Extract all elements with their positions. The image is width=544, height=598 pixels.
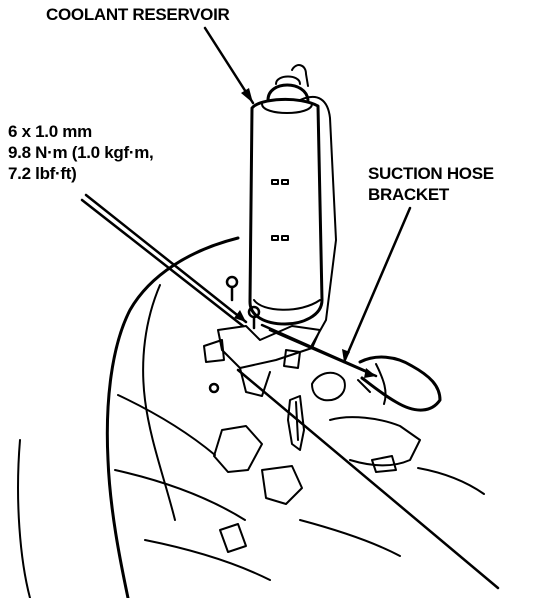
fender-outline: [17, 236, 271, 598]
leader-lines: [80, 26, 500, 590]
suction-hose-text: SUCTION HOSE: [368, 164, 494, 183]
bolt-torque-nm-text: 9.8 N·m (1.0 kgf·m,: [8, 143, 154, 162]
coolant-reservoir-text: COOLANT RESERVOIR: [46, 5, 230, 24]
bolt-spec-label: 6 x 1.0 mm 9.8 N·m (1.0 kgf·m, 7.2 lbf·f…: [8, 121, 154, 184]
leader-arrowheads: [234, 88, 376, 378]
bracket-text: BRACKET: [368, 185, 450, 204]
bolt-size-text: 6 x 1.0 mm: [8, 122, 92, 141]
engine-components: [213, 416, 485, 557]
suction-hose: [311, 355, 442, 412]
reservoir-bracket: [203, 275, 321, 451]
coolant-reservoir-tank: [248, 64, 337, 346]
suction-hose-bracket-label: SUCTION HOSE BRACKET: [368, 163, 494, 205]
coolant-reservoir-label: COOLANT RESERVOIR: [46, 4, 230, 25]
bolt-torque-lbf-text: 7.2 lbf·ft): [8, 164, 77, 183]
